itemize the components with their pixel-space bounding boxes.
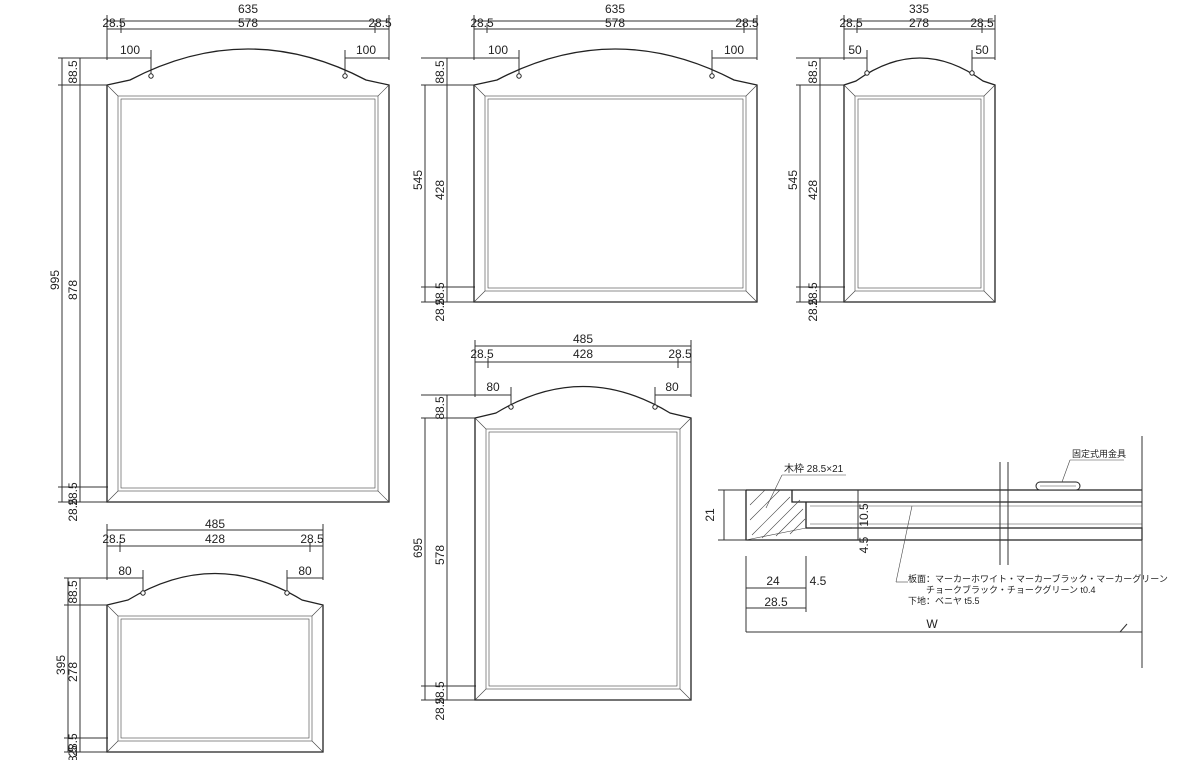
board-d-hook-left: 80 [486,380,500,394]
board-a-hook-left: 100 [120,43,140,57]
board-e-inner-height: 278 [66,662,80,682]
board-e-hook-left: 80 [118,564,132,578]
board-a-total-width: 635 [238,2,258,16]
board-a-total-height: 995 [48,270,62,290]
section-dim-24: 24 [766,574,780,588]
board-c-total-height: 545 [786,170,800,190]
board-a-side-left: 28.5 [102,16,126,30]
board-d-side-right: 28.5 [668,347,692,361]
board-a-inner-width: 578 [238,16,258,30]
board-d-total-height: 695 [411,538,425,558]
board-c-hook-left: 50 [848,43,862,57]
section-base-spec: 下地：ベニヤ t5.5 [908,595,980,606]
board-c-drawing: 335 28.5 278 28.5 50 50 88.5 545 428 28.… [786,2,996,322]
board-d-inner-width: 428 [573,347,593,361]
board-e-bottom-rail-2: 28.5 [66,745,80,760]
board-b-bottom-rail-2: 28.5 [433,298,447,322]
board-e-arch-height: 88.5 [66,580,80,604]
board-a-drawing: 635 28.5 578 28.5 100 100 88.5 995 878 2… [48,2,392,522]
board-e-total-width: 485 [205,517,225,531]
board-a-bottom-rail-2: 28.5 [66,498,80,522]
board-d-bottom-rail-2: 28.5 [433,697,447,721]
board-e-side-right: 28.5 [300,532,324,546]
board-d-hook-right: 80 [665,380,679,394]
section-detail: 木枠 28.5×21 固定式用金具 21 10.5 4.5 24 4.5 28.… [703,436,1168,668]
board-b-inner-width: 578 [605,16,625,30]
section-dim-28-5: 28.5 [764,595,788,609]
board-c-bottom-rail-2: 28.5 [806,298,820,322]
board-d-bottom-rail: 28.5 [433,681,447,705]
board-e-total-height: 395 [54,655,68,675]
board-b-arch-height: 88.5 [433,60,447,84]
section-dim-10-5: 10.5 [857,503,871,527]
board-a-hook-right: 100 [356,43,376,57]
section-dim-4-5-v: 4.5 [857,536,871,553]
section-dim-4-5-h: 4.5 [810,574,827,588]
board-e-hook-right: 80 [298,564,312,578]
board-c-bottom-rail: 28.5 [806,282,820,306]
section-width-w: W [926,617,938,631]
board-e-inner-width: 428 [205,532,225,546]
board-b-side-right: 28.5 [735,16,759,30]
board-b-side-left: 28.5 [470,16,494,30]
board-a-side-right: 28.5 [368,16,392,30]
board-b-hook-left: 100 [488,43,508,57]
board-b-inner-height: 428 [433,180,447,200]
board-d-inner-height: 578 [433,545,447,565]
board-d-side-left: 28.5 [470,347,494,361]
section-frame-label: 木枠 28.5×21 [784,462,844,475]
board-d-total-width: 485 [573,332,593,346]
board-c-side-left: 28.5 [839,16,863,30]
board-a-arch-height: 88.5 [66,60,80,84]
board-c-arch-height: 88.5 [806,60,820,84]
board-c-inner-height: 428 [806,180,820,200]
board-a-bottom-rail: 28.5 [66,482,80,506]
board-c-inner-width: 278 [909,16,929,30]
board-b-total-height: 545 [411,170,425,190]
board-e-side-left: 28.5 [102,532,126,546]
board-d-arch-height: 88.5 [433,396,447,420]
board-a-inner-height: 878 [66,280,80,300]
board-b-bottom-rail: 28.5 [433,282,447,306]
section-board-spec-line1: 板面：マーカーホワイト・マーカーブラック・マーカーグリーン [908,573,1168,584]
bracket-icon [1035,481,1081,491]
board-b-hook-right: 100 [724,43,744,57]
section-board-spec-line2: チョークブラック・チョークグリーン t0.4 [926,584,1096,595]
section-depth: 21 [703,508,717,522]
board-c-hook-right: 50 [975,43,989,57]
board-c-total-width: 335 [909,2,929,16]
board-e-drawing: 485 28.5 428 28.5 80 80 88.5 395 278 28.… [54,517,324,760]
board-e-bottom-rail: 28.5 [66,733,80,757]
board-c-side-right: 28.5 [970,16,994,30]
section-bracket-label: 固定式用金具 [1072,448,1126,459]
board-d-drawing: 485 28.5 428 28.5 80 80 88.5 695 578 28.… [411,332,692,721]
board-b-total-width: 635 [605,2,625,16]
board-b-drawing: 635 28.5 578 28.5 100 100 88.5 545 428 2… [411,2,759,322]
